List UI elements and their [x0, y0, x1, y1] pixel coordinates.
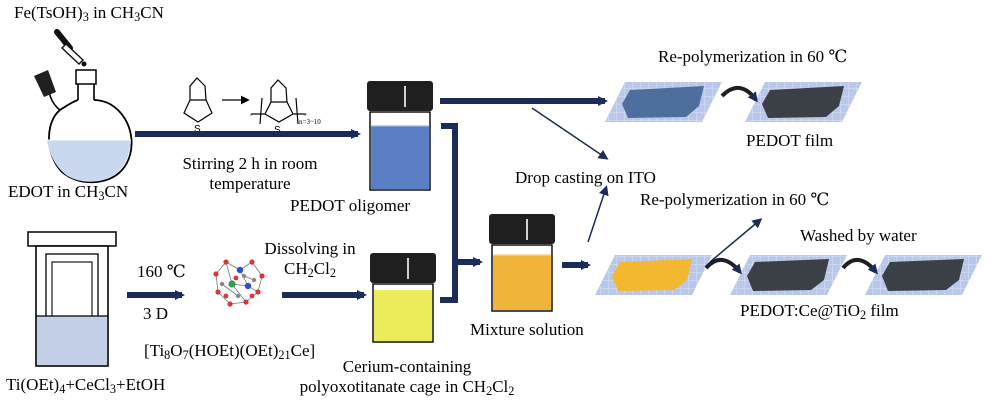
cage-solution-vial — [370, 253, 436, 343]
composite-film-label: PEDOT:Ce@TiO2 film — [740, 301, 899, 323]
edot-structure: S — [183, 77, 213, 135]
pedot-film-label: PEDOT film — [746, 131, 834, 150]
repoly-top-label: Re-polymerization in 60 ℃ — [658, 47, 848, 66]
edot-solution-label: EDOT in CH3CN — [8, 182, 129, 204]
round-bottom-flask-icon — [34, 69, 133, 184]
washed-label: Washed by water — [800, 226, 917, 245]
repeat-index-label: n=3~10 — [299, 118, 321, 126]
pedot-oligomer-vial — [367, 81, 433, 191]
reagents-label: Ti(OEt)4+CeCl3+EtOH — [6, 375, 166, 397]
curved-arrow-icon — [841, 258, 878, 275]
svg-text:*: * — [250, 113, 253, 120]
cluster-structure — [213, 259, 265, 307]
pedot-oligomer-label: PEDOT oligomer — [290, 196, 411, 215]
pedot-structure: S * * — [250, 79, 307, 136]
drop-casting-label: Drop casting on ITO — [515, 168, 656, 187]
drop-casting-arrows — [531, 107, 763, 263]
process-arrows — [127, 96, 608, 303]
curved-arrow-icon — [720, 86, 758, 103]
repoly-bottom-label: Re-polymerization in 60 ℃ — [640, 190, 830, 209]
svg-text:S: S — [194, 124, 201, 135]
dropper-icon — [54, 29, 87, 67]
svg-text:S: S — [274, 125, 281, 136]
svg-text:*: * — [304, 113, 307, 120]
mixture-solution-vial — [489, 214, 555, 312]
mixture-label: Mixture solution — [470, 320, 584, 339]
curved-arrow-icon — [704, 258, 742, 275]
pedot-film-substrates — [605, 82, 862, 122]
autoclave-icon — [27, 231, 117, 367]
temperature-label: 160 ℃ — [137, 262, 186, 281]
duration-label: 3 D — [143, 304, 169, 323]
composite-film-substrates — [595, 255, 982, 295]
formula-label: [Ti8O7(HOEt)(OEt)21Ce] — [144, 341, 316, 363]
oxidant-label: Fe(TsOH)3 in CH3CN — [14, 3, 164, 25]
